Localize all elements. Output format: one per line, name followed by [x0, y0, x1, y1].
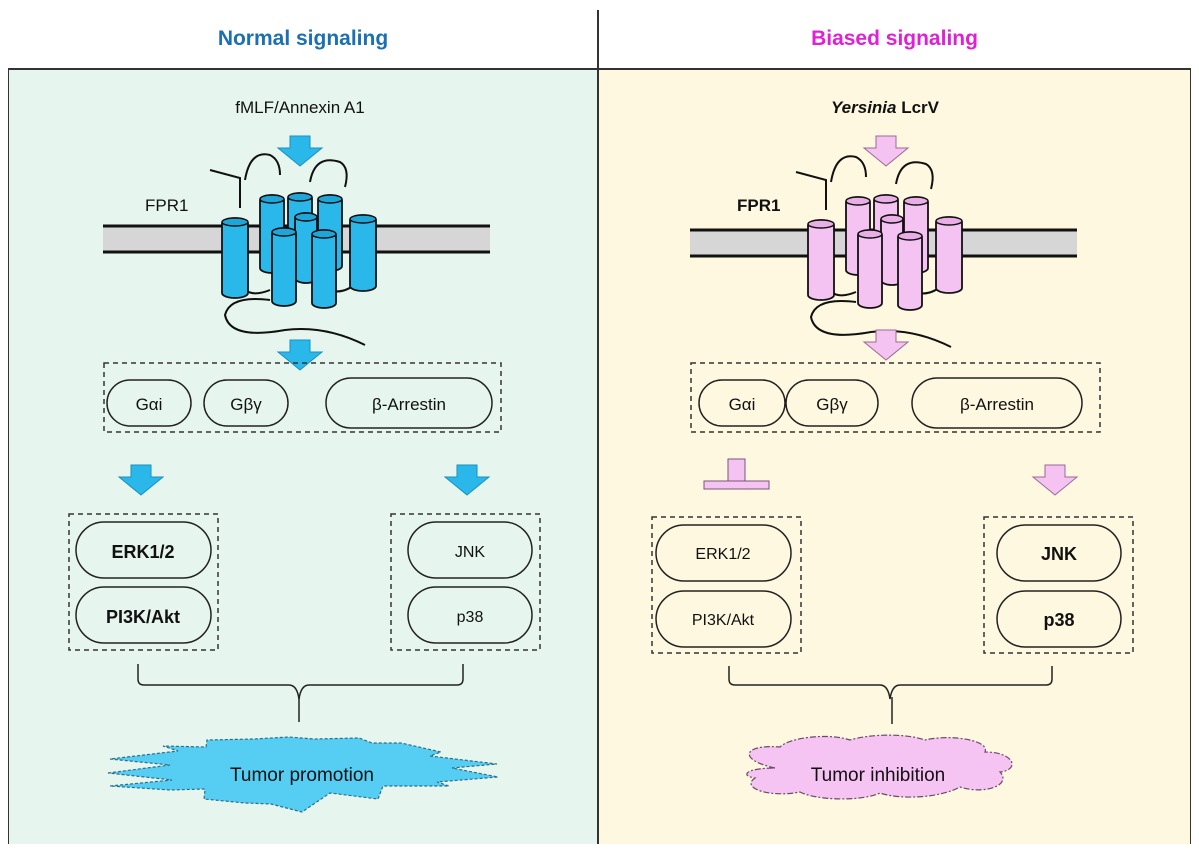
- transmembrane-helix: [857, 229, 883, 309]
- ligand-label: Yersinia LcrV: [831, 98, 940, 117]
- erk-pi3k-group-box: [68, 513, 219, 651]
- down-arrow-icon: [276, 135, 324, 167]
- transducer-group-box: [690, 362, 1101, 433]
- receptor-label: FPR1: [145, 196, 188, 215]
- transmembrane-helix: [897, 231, 923, 311]
- down-arrow-icon: [117, 464, 165, 496]
- jnk-p38-group-box: [983, 516, 1134, 654]
- transducer-group-box: [103, 362, 502, 433]
- kinase-erk: ERK1/2: [75, 521, 212, 579]
- kinase-pi3k-akt: PI3K/Akt: [655, 590, 792, 648]
- convergence-brace: [728, 666, 1053, 700]
- transmembrane-helix: [271, 227, 297, 307]
- receptor-loop: [795, 171, 827, 210]
- receptor-loop: [809, 300, 952, 348]
- ligand-label: fMLF/Annexin A1: [235, 98, 364, 117]
- transducer-galphai: Gαi: [698, 379, 786, 427]
- svg-text:p38: p38: [457, 609, 484, 626]
- svg-text:β-Arrestin: β-Arrestin: [960, 395, 1034, 414]
- kinase-erk: ERK1/2: [655, 524, 792, 582]
- receptor-loop: [223, 298, 366, 346]
- convergence-brace: [137, 664, 464, 700]
- header-divider: [8, 68, 1191, 70]
- svg-text:Gαi: Gαi: [136, 395, 163, 414]
- receptor-loop: [309, 159, 348, 188]
- svg-text:Gβγ: Gβγ: [816, 395, 848, 414]
- svg-text:β-Arrestin: β-Arrestin: [372, 395, 446, 414]
- receptor-loop: [244, 153, 281, 181]
- kinase-p38: p38: [407, 586, 533, 644]
- panel-divider: [597, 10, 599, 844]
- down-arrow-icon: [443, 464, 491, 496]
- right-diagram: Yersinia LcrV FPR1 Gαi Gβγ β-Arrestin: [651, 98, 1134, 800]
- kinase-pi3k-akt: PI3K/Akt: [75, 586, 212, 644]
- transmembrane-helix: [311, 229, 337, 309]
- svg-text:PI3K/Akt: PI3K/Akt: [106, 607, 180, 627]
- biased-signaling-title: Biased signaling: [598, 10, 1191, 68]
- transmembrane-helix: [349, 214, 377, 292]
- svg-text:ERK1/2: ERK1/2: [695, 546, 750, 563]
- receptor-loop: [830, 155, 867, 183]
- down-arrow-icon: [862, 135, 910, 167]
- svg-text:ERK1/2: ERK1/2: [111, 542, 174, 562]
- transmembrane-helix: [221, 217, 249, 299]
- left-diagram: fMLF/Annexin A1 FPR1 Gαi Gβγ β-Arrestin …: [68, 98, 541, 813]
- receptor-loop: [209, 169, 241, 208]
- transmembrane-helix: [807, 219, 835, 301]
- svg-text:JNK: JNK: [455, 544, 486, 561]
- down-arrow-icon: [276, 339, 324, 371]
- outcome-label: Tumor promotion: [230, 765, 374, 786]
- transducer-galphai: Gαi: [106, 379, 192, 427]
- down-arrow-icon: [862, 329, 910, 361]
- fpr1-receptor-icon: [795, 155, 963, 348]
- svg-text:PI3K/Akt: PI3K/Akt: [692, 612, 755, 629]
- inhibition-arrow-icon: [703, 458, 770, 490]
- erk-pi3k-group-box: [651, 516, 802, 654]
- fpr1-receptor-icon: [209, 153, 377, 346]
- jnk-p38-group-box: [390, 513, 541, 651]
- kinase-p38: p38: [996, 590, 1122, 648]
- svg-text:Gβγ: Gβγ: [230, 395, 262, 414]
- transmembrane-helix: [935, 216, 963, 294]
- receptor-label: FPR1: [737, 196, 780, 215]
- outcome-label: Tumor inhibition: [811, 765, 945, 786]
- svg-text:Gαi: Gαi: [729, 395, 756, 414]
- down-arrow-icon: [1031, 464, 1079, 496]
- svg-text:JNK: JNK: [1041, 544, 1077, 564]
- transducer-beta-arrestin: β-Arrestin: [911, 377, 1083, 429]
- tumor-inhibition-cloud: [746, 734, 1013, 800]
- svg-text:p38: p38: [1043, 610, 1074, 630]
- kinase-jnk: JNK: [996, 524, 1122, 582]
- transducer-gbetagamma: Gβγ: [203, 379, 289, 427]
- kinase-jnk: JNK: [407, 521, 533, 579]
- tumor-promotion-starburst: [107, 736, 499, 813]
- transducer-beta-arrestin: β-Arrestin: [325, 377, 493, 429]
- receptor-loop: [895, 161, 934, 190]
- transducer-gbetagamma: Gβγ: [785, 379, 879, 427]
- normal-signaling-title: Normal signaling: [8, 10, 598, 68]
